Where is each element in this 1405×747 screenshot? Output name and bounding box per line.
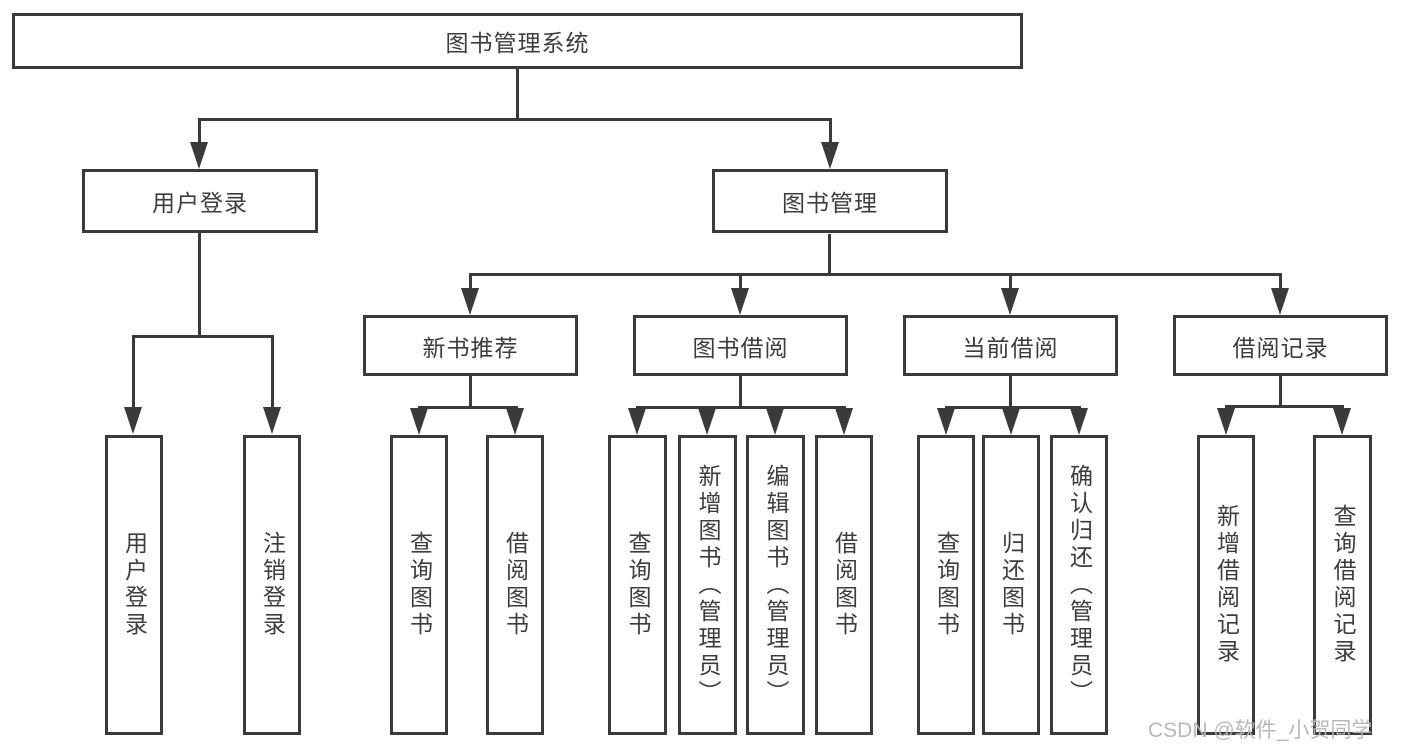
connector-to-newbook [469, 273, 472, 291]
arrow-down-icon [263, 407, 281, 434]
arrow-down-icon [766, 408, 784, 435]
arrow-down-icon [937, 408, 955, 435]
node-label: 借阅记录 [1232, 334, 1329, 361]
csdn-watermark: CSDN @软件_小贺同学 [1148, 719, 1373, 742]
node-label: 图书管理系统 [445, 30, 590, 56]
arrow-down-icon [461, 288, 479, 315]
leaf-borrow-books-1: 借阅图书 [486, 435, 544, 735]
node-label: 当前借阅 [962, 334, 1059, 361]
arrow-down-icon [1070, 408, 1088, 435]
node-borrow-records: 借阅记录 [1173, 315, 1388, 376]
connector-current-split [945, 406, 1081, 409]
leaf-add-borrow-record: 新增借阅记录 [1197, 435, 1255, 735]
connector-newbook-split [418, 406, 518, 409]
leaf-edit-book-admin: 编辑图书（管理员） [746, 435, 805, 735]
connector-bookmgmt-drop [828, 234, 831, 276]
connector-records-drop [1279, 376, 1282, 408]
arrow-down-icon [1002, 408, 1020, 435]
arrow-down-icon [1001, 288, 1019, 315]
connector-userlogin-split [132, 335, 274, 338]
leaf-label: 查询借阅记录 [1330, 504, 1356, 666]
arrow-down-icon [835, 408, 853, 435]
arrow-down-icon [821, 142, 839, 169]
connector-to-borrow [739, 273, 742, 291]
arrow-down-icon [410, 408, 428, 435]
leaf-logout: 注销登录 [243, 435, 301, 735]
connector-to-records [1279, 273, 1282, 291]
connector-newbook-drop [469, 376, 472, 409]
leaf-label: 编辑图书（管理员） [763, 463, 789, 707]
connector-records-split [1225, 405, 1344, 408]
arrow-down-icon [1271, 288, 1289, 315]
node-label: 用户登录 [152, 190, 248, 216]
leaf-label: 归还图书 [998, 531, 1025, 639]
node-label: 新书推荐 [422, 334, 519, 361]
node-book-management: 图书管理 [712, 169, 948, 233]
arrow-down-icon [698, 408, 716, 435]
leaf-label: 借阅图书 [502, 531, 529, 639]
node-user-login: 用户登录 [82, 169, 318, 233]
leaf-label: 查询图书 [406, 531, 433, 639]
connector-to-current [1009, 273, 1012, 291]
leaf-add-book-admin: 新增图书（管理员） [678, 435, 737, 735]
leaf-query-books-1: 查询图书 [390, 435, 448, 735]
leaf-label: 新增图书（管理员） [695, 463, 721, 707]
node-root: 图书管理系统 [12, 13, 1023, 69]
connector-leaf-drop [271, 335, 274, 410]
connector-bookmgmt-split [469, 273, 1282, 276]
arrow-down-icon [506, 408, 524, 435]
leaf-user-login: 用户登录 [105, 435, 163, 735]
leaf-query-borrow-record: 查询借阅记录 [1313, 435, 1372, 735]
node-label: 图书管理 [782, 190, 878, 216]
leaf-label: 新增借阅记录 [1213, 504, 1240, 666]
connector-leaf-drop [132, 335, 135, 410]
leaf-label: 确认归还（管理员） [1066, 463, 1093, 707]
connector-to-user-login [198, 118, 201, 146]
leaf-label: 查询图书 [933, 531, 960, 639]
arrow-down-icon [628, 408, 646, 435]
arrow-down-icon [731, 288, 749, 315]
leaf-query-books-2: 查询图书 [608, 435, 667, 735]
connector-userlogin-drop [198, 233, 201, 338]
node-current-borrowing: 当前借阅 [903, 315, 1118, 376]
connector-borrow-split [636, 406, 846, 409]
leaf-label: 注销登录 [259, 531, 286, 639]
node-label: 图书借阅 [692, 334, 789, 361]
connector-root-drop [516, 69, 519, 120]
leaf-query-books-3: 查询图书 [917, 435, 975, 735]
arrow-down-icon [1333, 408, 1351, 435]
connector-current-drop [1009, 376, 1012, 409]
leaf-label: 借阅图书 [831, 531, 858, 639]
leaf-return-books: 归还图书 [982, 435, 1040, 735]
arrow-down-icon [1217, 408, 1235, 435]
leaf-confirm-return-admin: 确认归还（管理员） [1050, 435, 1108, 735]
connector-root-split [198, 118, 832, 121]
arrow-down-icon [124, 407, 142, 434]
connector-to-book-mgmt [829, 118, 832, 146]
leaf-label: 用户登录 [121, 531, 148, 639]
node-new-book-recommend: 新书推荐 [363, 315, 578, 376]
arrow-down-icon [190, 142, 208, 169]
node-book-borrowing: 图书借阅 [633, 315, 848, 376]
leaf-borrow-books-2: 借阅图书 [815, 435, 873, 735]
leaf-label: 查询图书 [625, 531, 651, 639]
connector-borrow-drop [739, 376, 742, 409]
